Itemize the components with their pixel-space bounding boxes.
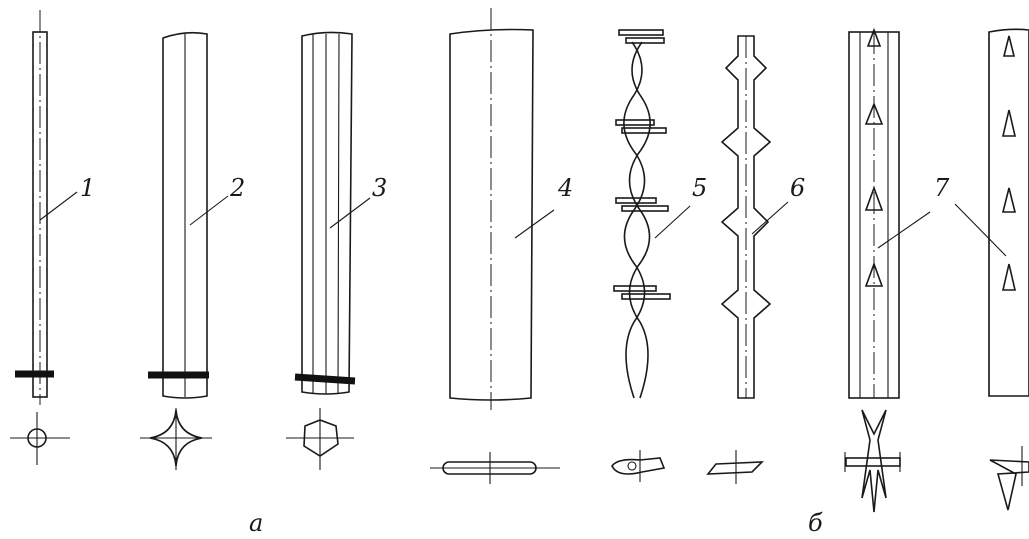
item-1-round-bar [15, 10, 78, 405]
label-4: 4 [557, 174, 573, 202]
item-7-perforated-strip-front [848, 27, 931, 399]
item-5-twisted-barbed-wire [613, 29, 691, 399]
item-4-cross-section [430, 452, 560, 484]
caption-group-b: б [808, 509, 823, 537]
label-6: 6 [790, 174, 805, 202]
barb-1 [618, 29, 665, 44]
item-2-two-rib-bar [148, 31, 229, 399]
label-1: 1 [80, 174, 95, 202]
label-5: 5 [692, 174, 707, 202]
label-2: 2 [229, 174, 245, 202]
item-1-cross-section [10, 412, 70, 465]
item-6-periodic-profile-strip [720, 35, 789, 399]
item-6-cross-section [706, 450, 765, 484]
item-2-cross-section [140, 408, 212, 470]
caption-group-a: а [249, 509, 263, 537]
barb-4 [613, 285, 671, 300]
item-3-multi-rib-bar [294, 31, 371, 395]
item-7-front-cross-section [844, 409, 901, 513]
barb-2 [615, 119, 667, 134]
item-3-cross-section [286, 408, 354, 470]
item-7-side-cross-section [989, 446, 1029, 511]
label-7: 7 [934, 174, 950, 202]
item-7-perforated-strip-side [954, 28, 1029, 397]
item-5-cross-section [611, 450, 666, 482]
barb-3 [615, 197, 669, 212]
label-3: 3 [372, 174, 387, 202]
item-4-flat-strip [449, 8, 555, 410]
